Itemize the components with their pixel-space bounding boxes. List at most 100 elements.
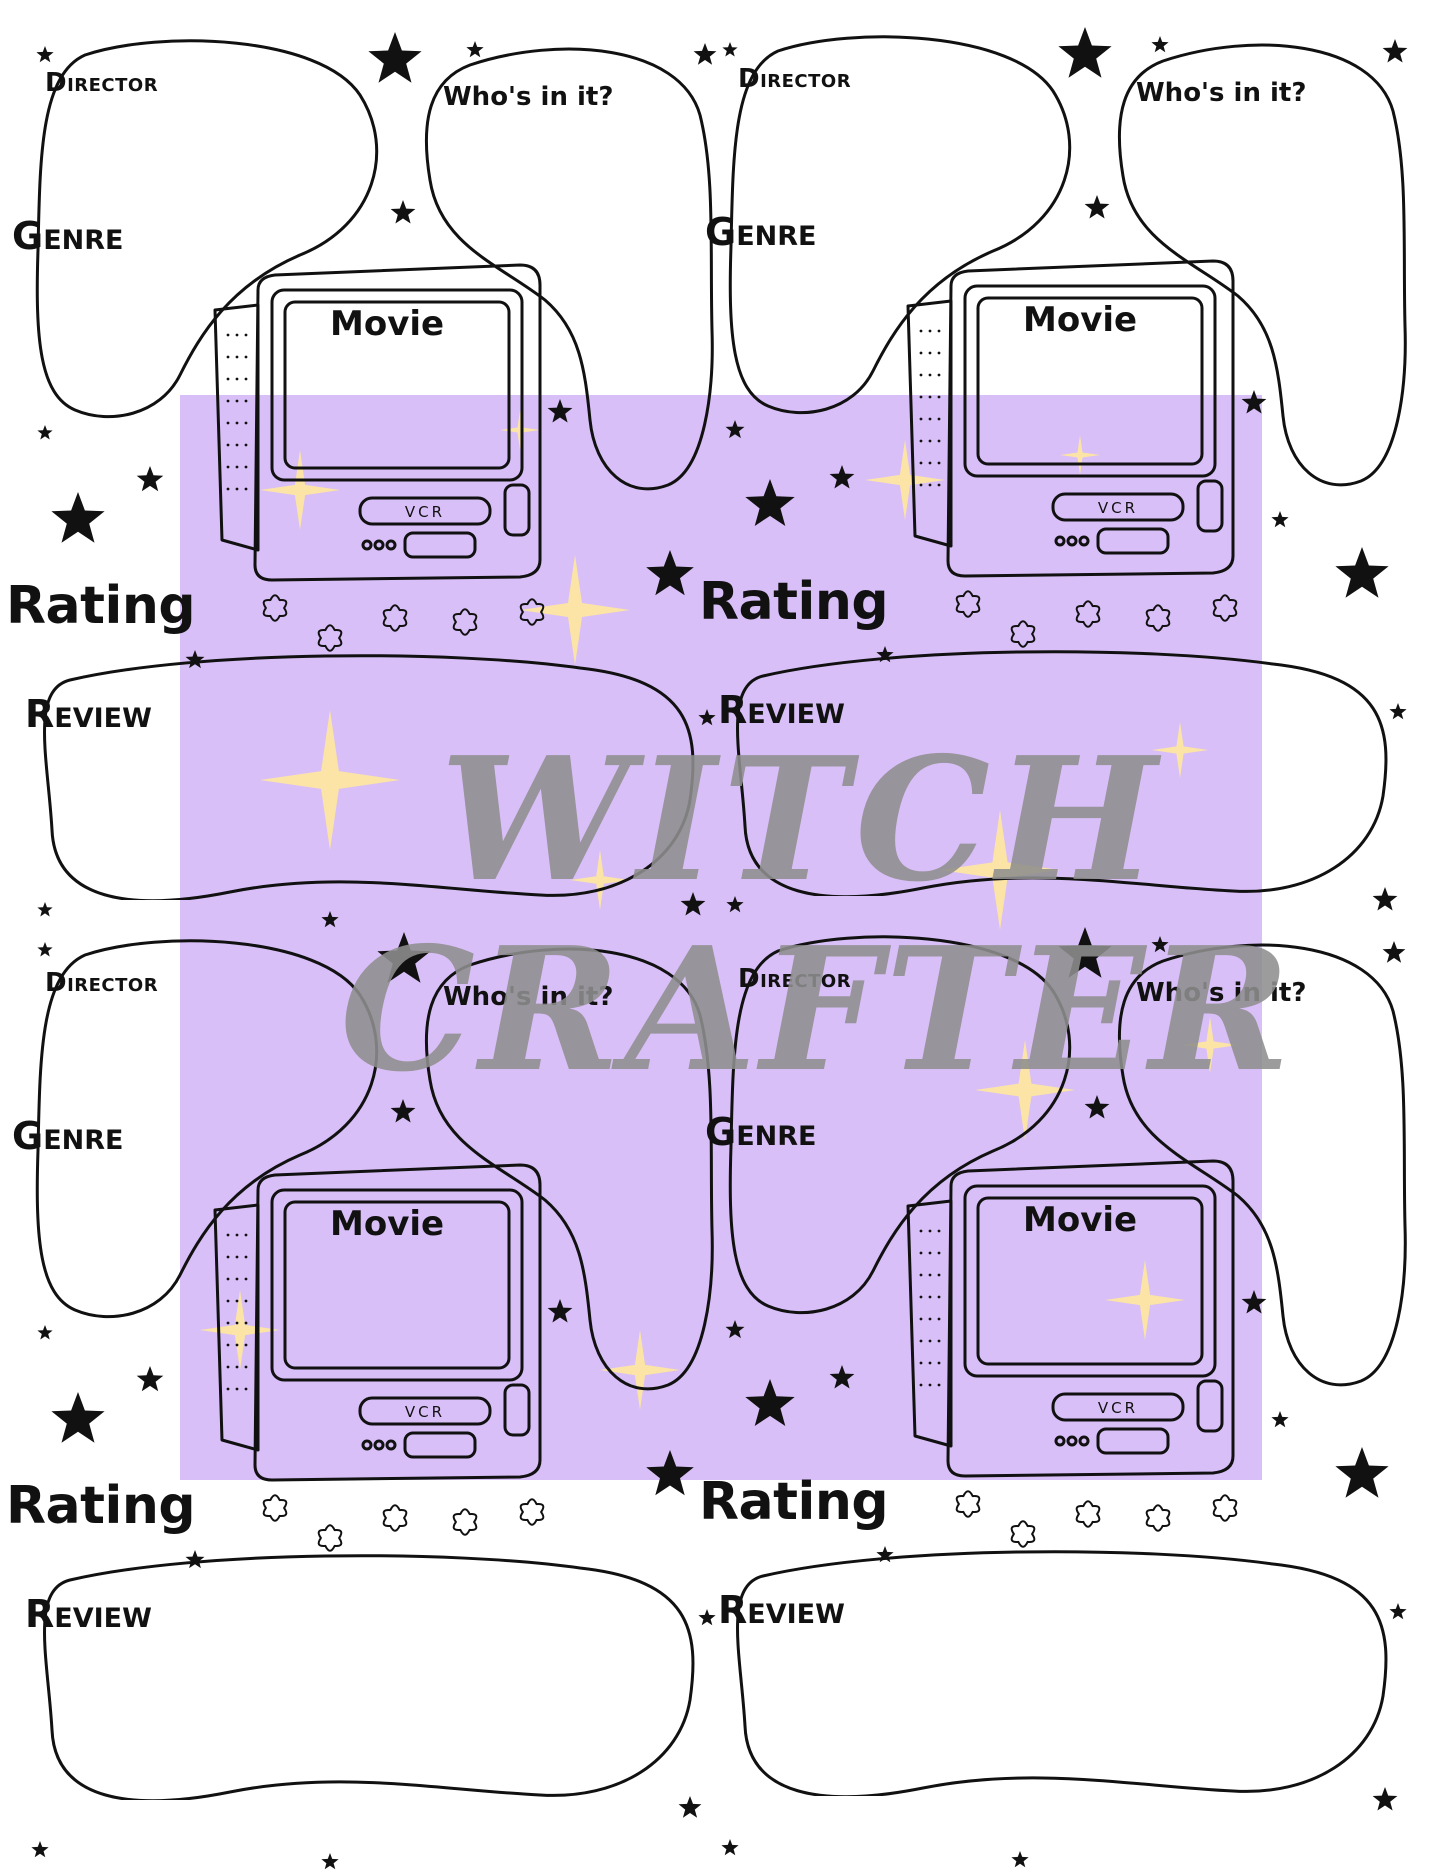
movie-card-4: VCR Director Who's in it? Genre Movie Ra… <box>693 896 1415 1796</box>
flower-outline-icon <box>1075 1500 1101 1528</box>
sparkle-icon <box>865 440 945 520</box>
flower-outline-icon <box>382 1504 408 1532</box>
vcr-slot <box>358 496 492 526</box>
sparkle-icon <box>1152 722 1208 778</box>
flower-outline-icon <box>519 598 545 626</box>
flower-outline-icon <box>1075 600 1101 628</box>
speaker-dot <box>235 355 239 359</box>
sparkle-icon <box>200 1290 280 1370</box>
whos-in-it-label: Who's in it? <box>443 982 614 1012</box>
speaker-dot <box>919 1361 923 1365</box>
speaker-dot <box>928 1229 932 1233</box>
speaker-dot <box>928 1361 932 1365</box>
vcr-text: VCR <box>405 503 445 521</box>
speaker-dot <box>226 377 230 381</box>
speaker-dot <box>937 1317 941 1321</box>
tv-knob <box>1054 535 1066 547</box>
speaker-dot <box>244 1343 248 1347</box>
retro-tv-icon: VCR <box>213 263 542 582</box>
speaker-dot <box>244 1299 248 1303</box>
sparkle-icon <box>570 850 630 910</box>
speaker-dot <box>928 1251 932 1255</box>
speaker-dot <box>244 1365 248 1369</box>
speaker-dot <box>235 1255 239 1259</box>
speaker-dot <box>235 1299 239 1303</box>
card-outline-art: VCR <box>728 35 1407 896</box>
sparkle-icon <box>260 710 400 850</box>
tv-screen <box>283 1200 511 1370</box>
flower-outline-icon <box>1212 594 1238 622</box>
tv-body <box>253 263 542 582</box>
speaker-dot <box>919 395 923 399</box>
speaker-dot <box>937 461 941 465</box>
sparkle-icon <box>600 1330 680 1410</box>
speaker-dot <box>928 1295 932 1299</box>
tv-screen <box>976 1196 1204 1366</box>
movie-label: Movie <box>330 304 445 344</box>
speaker-dot <box>928 1339 932 1343</box>
speaker-dot <box>919 329 923 333</box>
tv-knob <box>1078 535 1090 547</box>
rating-label: Rating <box>699 1472 889 1532</box>
speaker-dot <box>235 1277 239 1281</box>
movie-label: Movie <box>1023 300 1138 340</box>
review-bubble <box>43 654 695 900</box>
director-genre-bubble <box>35 939 379 1318</box>
speaker-dot <box>244 1233 248 1237</box>
tv-screen <box>283 300 511 470</box>
tv-side-speaker <box>906 1199 953 1448</box>
speaker-dot <box>928 351 932 355</box>
speaker-dot <box>235 1343 239 1347</box>
tv-knob <box>361 539 373 551</box>
speaker-dot <box>919 1251 923 1255</box>
speaker-dot <box>226 1233 230 1237</box>
tv-side-panel <box>1196 1379 1224 1433</box>
genre-label: Genre <box>705 1110 817 1154</box>
rating-label: Rating <box>6 1476 196 1536</box>
vcr-buttons <box>403 531 477 559</box>
whos-in-it-label: Who's in it? <box>1136 978 1307 1008</box>
movie-card-3: VCR Director Who's in it? Genre Movie Ra… <box>0 900 722 1800</box>
speaker-dot <box>919 1295 923 1299</box>
speaker-dot <box>226 1299 230 1303</box>
whos-in-it-bubble <box>424 47 714 491</box>
speaker-dot <box>928 483 932 487</box>
card-outline-art: VCR <box>35 939 714 1800</box>
sparkle-group <box>200 410 1238 1410</box>
tv-side-speaker <box>906 299 953 548</box>
speaker-dot <box>928 417 932 421</box>
vcr-buttons <box>1096 1427 1170 1455</box>
speaker-dot <box>244 399 248 403</box>
vcr-text: VCR <box>405 1403 445 1421</box>
flower-outline-icon <box>452 1508 478 1536</box>
director-genre-bubble <box>35 39 379 418</box>
speaker-dot <box>244 487 248 491</box>
director-label: Director <box>45 968 159 998</box>
speaker-dot <box>937 1229 941 1233</box>
card-outline-art: VCR <box>728 935 1407 1796</box>
speaker-dot <box>244 443 248 447</box>
speaker-dot <box>235 1321 239 1325</box>
sparkle-icon <box>940 810 1060 930</box>
flower-outline-icon <box>317 624 343 652</box>
sparkle-icon <box>260 450 340 530</box>
speaker-dot <box>226 1343 230 1347</box>
speaker-dot <box>937 1339 941 1343</box>
speaker-dot <box>226 1365 230 1369</box>
speaker-dot <box>244 421 248 425</box>
speaker-dot <box>226 399 230 403</box>
speaker-dot <box>919 1339 923 1343</box>
speaker-dot <box>226 443 230 447</box>
tv-knob <box>373 539 385 551</box>
flower-outline-icon <box>262 1494 288 1522</box>
speaker-dot <box>919 351 923 355</box>
speaker-dot <box>226 1255 230 1259</box>
flower-outline-icon <box>1212 1494 1238 1522</box>
sparkle-icon <box>1182 1017 1238 1073</box>
genre-label: Genre <box>705 210 817 254</box>
tv-knob <box>373 1439 385 1451</box>
speaker-dot <box>928 329 932 333</box>
review-label: Review <box>718 1588 845 1632</box>
movie-label: Movie <box>330 1204 445 1244</box>
